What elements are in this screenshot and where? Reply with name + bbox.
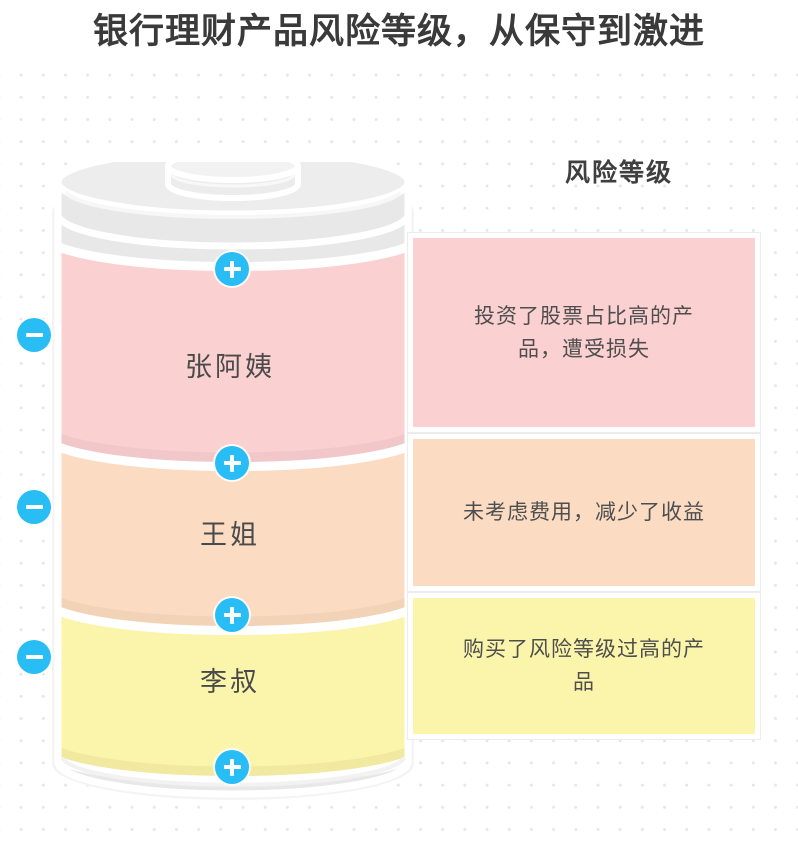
barrel-cap-top bbox=[165, 162, 301, 183]
minus-icon bbox=[25, 654, 43, 660]
info-box-2: 购买了风险等级过高的产品 bbox=[407, 592, 761, 740]
add-segment-2-button[interactable] bbox=[215, 598, 249, 632]
remove-segment-2-button[interactable] bbox=[17, 640, 51, 674]
title-bar: 银行理财产品风险等级，从保守到激进 bbox=[0, 0, 798, 56]
barrel-bottom-inner-arc bbox=[60, 756, 406, 787]
segment-fill-2 bbox=[58, 600, 408, 781]
minus-icon bbox=[25, 332, 43, 338]
segment-shade-0 bbox=[58, 420, 408, 467]
segment-fill-0 bbox=[58, 234, 408, 467]
legend-header: 风险等级 bbox=[565, 160, 674, 187]
plus-icon-vertical bbox=[229, 454, 235, 472]
barrel-bottom-arc bbox=[54, 761, 412, 798]
info-box-text-2: 购买了风险等级过高的产品 bbox=[462, 637, 705, 694]
remove-segment-0-button[interactable] bbox=[17, 318, 51, 352]
page-title: 银行理财产品风险等级，从保守到激进 bbox=[92, 11, 705, 51]
remove-segment-1-button[interactable] bbox=[17, 490, 51, 524]
segment-shade-2 bbox=[58, 734, 408, 781]
plus-icon-vertical bbox=[229, 606, 235, 624]
segment-fill-1 bbox=[58, 436, 408, 631]
barrel-rim-outline bbox=[54, 182, 412, 250]
info-box-1: 未考虑费用，减少了收益 bbox=[407, 433, 761, 592]
barrel-cap-outline bbox=[165, 166, 301, 201]
barrel-graphic bbox=[48, 162, 418, 812]
info-box-0: 投资了股票占比高的产品，遭受损失 bbox=[407, 232, 761, 433]
plus-icon-vertical bbox=[229, 758, 235, 776]
add-segment-1-button[interactable] bbox=[215, 446, 249, 480]
plus-icon-vertical bbox=[229, 260, 235, 278]
info-box-text-0: 投资了股票占比高的产品，遭受损失 bbox=[473, 303, 694, 361]
add-segment-bottom-button[interactable] bbox=[215, 750, 249, 784]
minus-icon bbox=[25, 504, 43, 510]
barrel-cap-inner-line bbox=[170, 173, 296, 188]
barrel-rim-inner-line bbox=[64, 190, 402, 219]
add-segment-top-button[interactable] bbox=[215, 252, 249, 286]
info-box-text-1: 未考虑费用，减少了收益 bbox=[462, 500, 705, 525]
segment-shade-1 bbox=[58, 584, 408, 631]
